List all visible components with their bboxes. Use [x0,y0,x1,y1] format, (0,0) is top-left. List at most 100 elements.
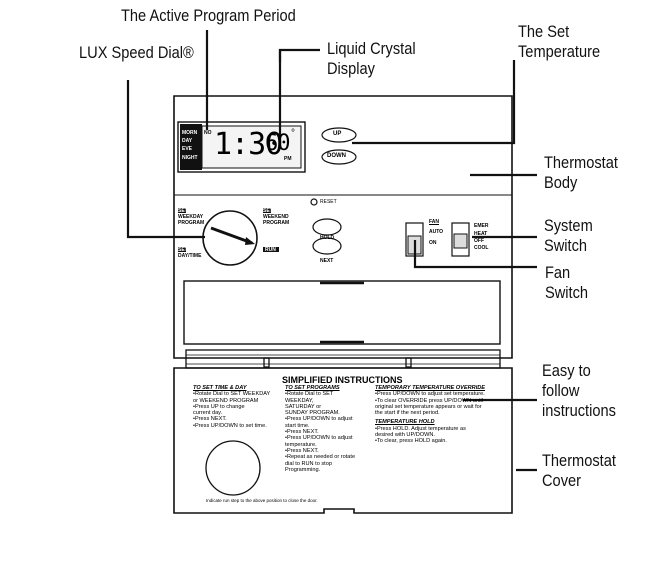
callout-easy-instructions: Easy to follow instructions [542,361,616,421]
callout-thermostat-cover: Thermostat Cover [542,451,616,491]
hinge-strip [185,349,501,369]
thermostat-cover [173,367,513,514]
callout-text: Fan [545,263,571,282]
col3-line: original set temperature appears or wait… [375,403,482,410]
lcd-degree: ° [291,128,295,139]
period-eve: EVE [182,146,193,152]
hold-next-buttons [312,218,342,255]
hold-button[interactable]: HOLD [320,235,335,241]
system-option-cool: COOL [474,245,489,251]
callout-text: Display [327,59,375,78]
period-night: NIGHT [182,155,198,161]
col4-line: •To clear, press HOLD again. [375,438,447,445]
col2-heading: TO SET PROGRAMS [285,385,340,391]
col1-line: current day. [193,410,223,417]
dial-set-weekday-3: PROGRAM [178,220,205,226]
col1-line: •Press UP/DOWN to set time. [193,422,267,429]
thermostat-body [173,95,513,359]
col1-line: or WEEKEND PROGRAM [193,397,259,404]
col2-line: dial to RUN to stop [285,460,332,467]
no-indicator: NO [204,130,212,136]
col2-line: Programming. [285,466,321,473]
col1-line: •Rotate Dial to SET WEEKDAY [193,391,271,398]
dial-set-weekend-2: WEEKEND [263,214,289,220]
col2-line: •Press NEXT. [285,447,319,454]
dial-set-weekday-1: SET [178,208,188,214]
col2-line: •Press UP/DOWN to adjust [285,416,353,423]
callout-text: Cover [542,471,582,490]
callout-text: Temperature [518,42,601,61]
col2-line: •Rotate Dial to SET [285,391,334,398]
callout-text: System [544,216,593,235]
callout-lines [126,30,537,472]
col2-line: •Repeat as needed or rotate [285,454,356,461]
col3-line: •Press UP/DOWN to adjust set temperature… [375,391,485,398]
callout-text: Switch [545,283,589,302]
up-down-buttons [321,127,357,165]
down-button-shape [321,149,357,165]
callout-system-switch: System Switch [544,216,593,256]
callout-text: follow [542,381,580,400]
system-option-off: OFF [474,238,484,244]
cover-dial-circle [205,440,261,496]
reset-button[interactable] [310,198,318,206]
callout-text: Switch [544,236,588,255]
fan-option-auto: AUTO [429,229,444,235]
col3-line: •To clear OVERRIDE press UP/DOWN until [375,397,483,404]
callout-text: The Active Program Period [121,6,296,25]
next-button-shape [312,237,342,255]
lcd-temperature: 60 [265,131,290,156]
col4-line: desired with UP/DOWN. [375,432,435,439]
callout-set-temperature: The Set Temperature [518,22,600,62]
callout-text: Thermostat [542,451,616,470]
col1-heading: TO SET TIME & DAY [193,385,247,391]
col3-line: the start if the next period. [375,410,440,417]
door-recess [183,280,501,345]
col2-line: •Press NEXT. [285,429,319,436]
instructions-col1: TO SET TIME & DAY •Rotate Dial to SET WE… [193,385,270,429]
col1-line: •Press NEXT. [193,416,227,423]
dial-set-daytime-2: DAY/TIME [178,253,202,259]
up-button-shape [321,127,357,143]
down-button[interactable]: DOWN [327,153,346,159]
instructions-col3: TEMPORARY TEMPERATURE OVERRIDE •Press UP… [375,385,485,445]
callout-fan-switch: Fan Switch [545,263,588,303]
col1-line: •Press UP to change [193,403,245,410]
next-button[interactable]: NEXT [320,258,334,264]
instructions-title: SIMPLIFIED INSTRUCTIONS [282,375,403,385]
fan-switch[interactable] [405,222,424,257]
instructions-col2: TO SET PROGRAMS •Rotate Dial to SET WEEK… [285,385,355,473]
callout-active-program-period: The Active Program Period [121,6,296,26]
period-morn: MORN [182,130,198,136]
fan-switch-title: FAN [429,219,439,225]
fan-option-on: ON [429,240,437,246]
callout-text: instructions [542,401,616,420]
col4-line: •Press HOLD. Adjust temperature as [375,425,466,432]
callout-text: Thermostat [544,153,618,172]
dial-set-weekday-2: WEEKDAY [178,214,204,220]
callout-text: LUX Speed Dial® [79,43,194,62]
lcd-time: 1:30 [214,127,283,162]
col2-line: start time. [285,422,310,429]
lcd-pm: PM [284,156,292,162]
up-button[interactable]: UP [333,131,342,137]
col3-heading: TEMPORARY TEMPERATURE OVERRIDE [375,385,486,391]
col4-heading: TEMPERATURE HOLD [375,419,435,426]
callout-text: Liquid Crystal [327,39,416,58]
dial-set-weekend-1: SET [263,208,273,214]
dial-set-weekend-3: PROGRAM [263,220,290,226]
callout-lcd: Liquid Crystal Display [327,39,416,79]
system-option-emer: EMER [474,223,489,229]
callout-text: Easy to [542,361,591,380]
dial-run: RUN [265,247,276,253]
reset-label: RESET [320,199,337,205]
callout-lux-speed-dial: LUX Speed Dial® [79,43,194,63]
system-switch[interactable] [451,222,470,257]
system-option-heat: HEAT [474,231,488,237]
dial-set-daytime-1: SET [178,247,188,253]
callout-text: Body [544,173,578,192]
col2-line: SATURDAY or [285,403,322,410]
col2-line: •Press UP/DOWN to adjust [285,435,353,442]
col2-line: WEEKDAY, [285,397,314,404]
